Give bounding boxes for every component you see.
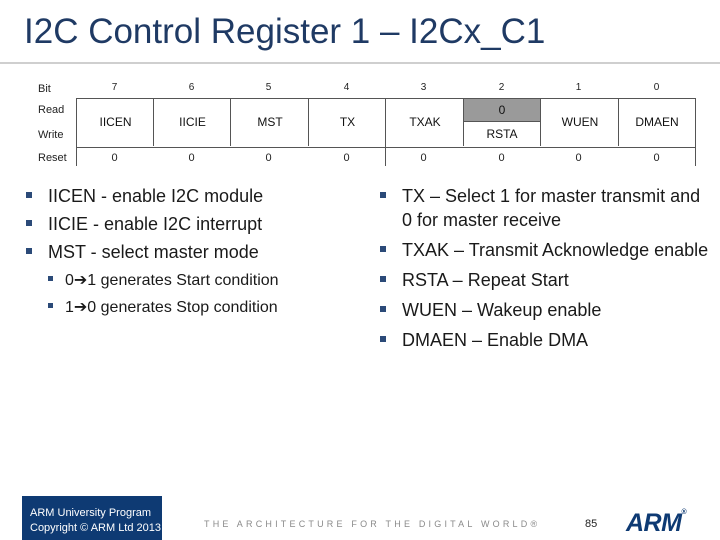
reset-divider	[695, 146, 696, 166]
bullet-tx: TX – Select 1 for master transmit and 0 …	[379, 184, 709, 232]
arm-logo: ARM®	[626, 509, 687, 537]
reset-value: 0	[420, 152, 427, 164]
field-mst: MST	[230, 98, 309, 146]
footer-program-box: ARM University Program Copyright © ARM L…	[22, 496, 162, 540]
reset-value: 0	[188, 152, 195, 164]
sub-bullet-start: 0➔1 generates Start condition	[48, 270, 355, 291]
field-txak: TXAK	[385, 98, 464, 146]
bullet-iicie: IICIE - enable I2C interrupt	[25, 212, 355, 236]
right-bullet-list: TX – Select 1 for master transmit and 0 …	[379, 184, 709, 356]
register-diagram: Bit Read Write Reset 7 6 5 4 3 2 1 0 IIC…	[30, 82, 700, 168]
bit-number: 7	[111, 82, 118, 93]
footer-copyright: Copyright © ARM Ltd 2013	[30, 522, 162, 534]
reset-divider	[76, 146, 77, 166]
slide-title: I2C Control Register 1 – I2Cx_C1	[24, 12, 546, 51]
field-tx: TX	[308, 98, 386, 146]
reset-value: 0	[265, 152, 272, 164]
bit-number: 0	[653, 82, 660, 93]
bullet-dmaen: DMAEN – Enable DMA	[379, 328, 709, 352]
bullet-wuen: WUEN – Wakeup enable	[379, 298, 709, 322]
bit2-read-value: 0	[464, 99, 540, 122]
footer-tagline: THE ARCHITECTURE FOR THE DIGITAL WORLD®	[204, 519, 541, 529]
title-divider	[0, 62, 720, 64]
bit-number: 3	[420, 82, 427, 93]
bullet-mst-text: MST - select master mode	[48, 242, 259, 262]
bit-number: 6	[188, 82, 195, 93]
bullet-iicen: IICEN - enable I2C module	[25, 184, 355, 208]
bit-number: 5	[265, 82, 272, 93]
reset-value: 0	[575, 152, 582, 164]
reset-value: 0	[498, 152, 505, 164]
register-frame	[76, 98, 696, 148]
bullet-rsta: RSTA – Repeat Start	[379, 268, 709, 292]
reset-value: 0	[343, 152, 350, 164]
slide-footer: ARM University Program Copyright © ARM L…	[0, 496, 720, 540]
field-dmaen: DMAEN	[618, 98, 696, 146]
page-number: 85	[585, 518, 598, 530]
bit-row-label: Bit	[38, 83, 51, 95]
bit-number: 1	[575, 82, 582, 93]
reset-value: 0	[653, 152, 660, 164]
arm-logo-text: ARM	[626, 509, 682, 537]
read-row-label: Read	[38, 104, 65, 116]
footer-program: ARM University Program	[30, 507, 152, 519]
bit-number: 2	[498, 82, 505, 93]
sub-bullet-stop: 1➔0 generates Stop condition	[48, 297, 355, 318]
mst-sub-list: 0➔1 generates Start condition 1➔0 genera…	[48, 270, 355, 318]
field-rsta: RSTA	[486, 126, 518, 141]
field-wuen: WUEN	[540, 98, 619, 146]
write-row-label: Write	[38, 129, 64, 141]
field-iicie: IICIE	[153, 98, 231, 146]
bit-number: 4	[343, 82, 350, 93]
bullet-txak: TXAK – Transmit Acknowledge enable	[379, 238, 709, 262]
field-bit2	[463, 98, 541, 146]
field-iicen: IICEN	[76, 98, 154, 146]
reset-row-label: Reset	[38, 152, 67, 164]
reset-value: 0	[111, 152, 118, 164]
left-bullet-list: IICEN - enable I2C module IICIE - enable…	[25, 184, 355, 324]
reset-divider	[385, 146, 386, 166]
bullet-mst: MST - select master mode 0➔1 generates S…	[25, 240, 355, 318]
